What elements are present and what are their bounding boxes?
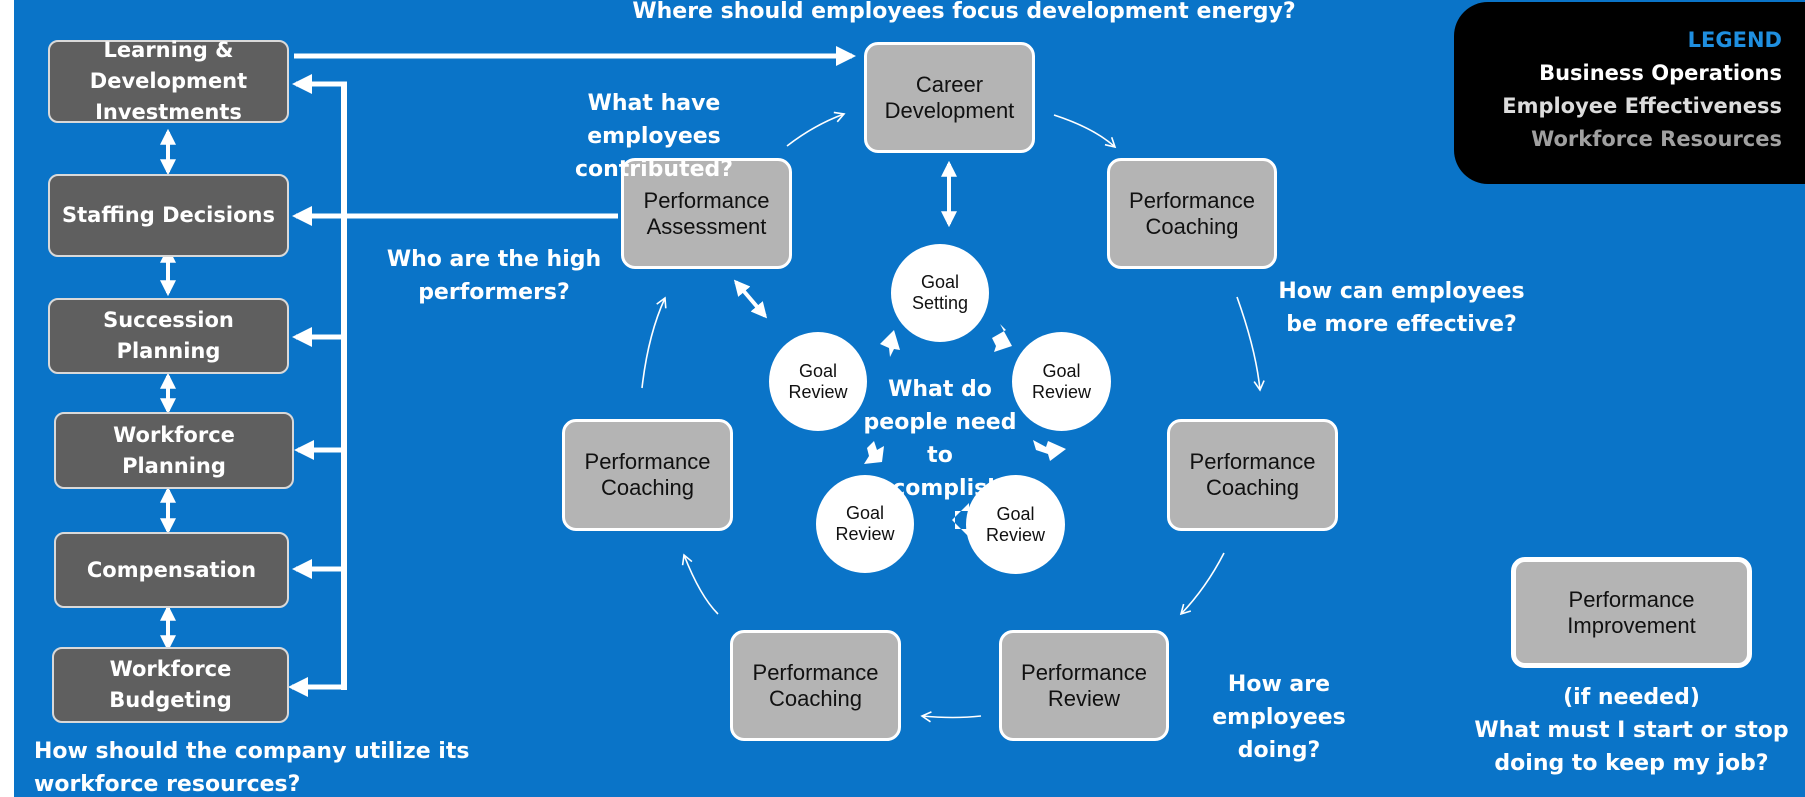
question-top: Where should employees focus development… [632,0,1296,24]
staffing-decisions-box[interactable]: Staffing Decisions [48,174,289,257]
question-how-doing: How are employees doing? [1212,672,1346,763]
question-more-effective: How can employees be more effective? [1278,279,1525,337]
career-development-box[interactable]: Career Development [864,42,1035,153]
goal-review-bottom-right-circle[interactable]: Goal Review [966,475,1065,574]
diagram-canvas: Learning & Development Investments Staff… [14,0,1805,797]
legend-employee-effectiveness: Employee Effectiveness [1502,94,1782,118]
block-arrow-3 [952,503,969,537]
cycle-arrow-career-to-coaching [1053,114,1117,149]
connector-layer [160,46,1265,723]
cycle-arrow-review-to-coaching [920,711,982,723]
succession-planning-box[interactable]: Succession Planning [48,298,289,374]
performance-coaching-bottom-box[interactable]: Performance Coaching [730,630,901,741]
goal-review-left-circle[interactable]: Goal Review [769,332,867,431]
performance-coaching-upper-right-box[interactable]: Performance Coaching [1107,158,1277,269]
legend-business-operations: Business Operations [1539,61,1782,85]
block-arrow-4 [864,441,884,464]
block-arrow-1 [992,324,1012,352]
cycle-arrow-coaching-to-assessment [641,296,667,389]
question-company-utilize: How should the company utilize its workf… [34,739,470,797]
performance-review-box[interactable]: Performance Review [999,630,1169,741]
block-arrow-5 [880,330,900,357]
cycle-arrow-coaching-to-coaching [1236,296,1265,392]
goal-setting-circle[interactable]: Goal Setting [891,244,989,342]
workforce-planning-box[interactable]: Workforce Planning [54,412,294,489]
legend: LEGEND Business Operations Employee Effe… [1454,2,1805,184]
performance-improvement-note: (if needed) What must I start or stop do… [1474,685,1789,776]
performance-assessment-box[interactable]: Performance Assessment [621,158,792,269]
legend-title: LEGEND [1687,28,1782,52]
center-question: What do people need to accomplish? [863,377,1017,501]
cycle-arrow-assessment-to-career [786,111,846,147]
cycle-arrow-coaching-to-review [1179,552,1225,616]
performance-coaching-left-box[interactable]: Performance Coaching [562,419,733,531]
performance-coaching-right-box[interactable]: Performance Coaching [1167,419,1338,531]
goal-cycle-block-arrows [864,324,1066,537]
legend-workforce-resources: Workforce Resources [1531,127,1782,151]
goal-review-bottom-left-circle[interactable]: Goal Review [816,475,914,573]
goal-review-right-circle[interactable]: Goal Review [1012,332,1111,431]
block-arrow-2 [1033,440,1066,461]
compensation-box[interactable]: Compensation [54,532,289,608]
workforce-budgeting-box[interactable]: Workforce Budgeting [52,647,289,723]
learning-development-box[interactable]: Learning & Development Investments [48,38,289,124]
double-arrow-assessment-goal [733,279,768,319]
question-contributed: What have employees contributed? [574,91,734,182]
question-high-performers: Who are the high performers? [386,247,602,305]
cycle-arrow-coaching-to-coaching-left [681,553,719,615]
performance-improvement-box[interactable]: Performance Improvement [1511,557,1752,668]
